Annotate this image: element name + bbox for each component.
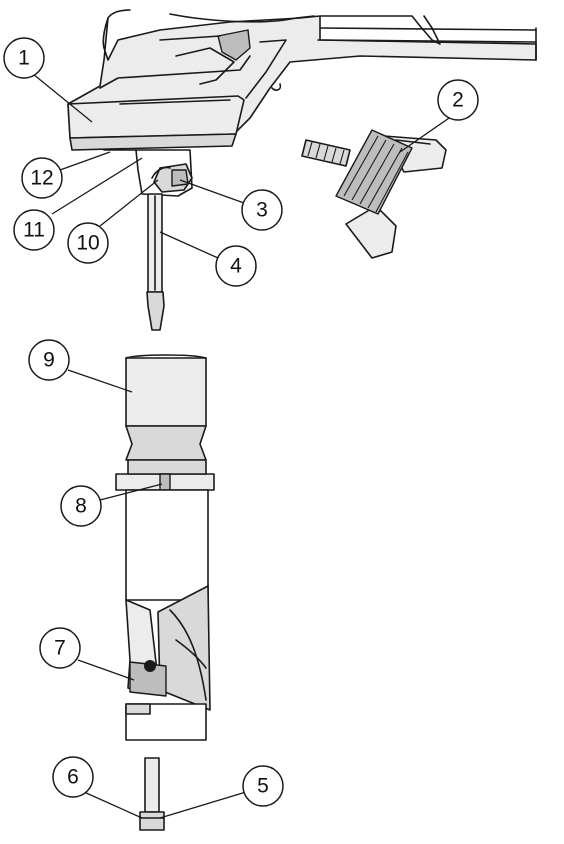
- callout-12-label: 12: [30, 167, 53, 190]
- leader-3: [179, 179, 245, 204]
- callout-4-label: 4: [230, 255, 242, 278]
- callout-5: 5: [242, 765, 284, 807]
- leader-lines: [32, 73, 453, 819]
- callout-10: 10: [67, 222, 109, 264]
- callout-8: 8: [60, 485, 102, 527]
- callout-4: 4: [215, 245, 257, 287]
- pin: [139, 757, 165, 831]
- callout-10-label: 10: [76, 232, 99, 255]
- leader-8: [99, 483, 163, 501]
- clamp-knob: [301, 129, 447, 259]
- leader-7: [77, 659, 135, 681]
- callout-1: 1: [3, 37, 45, 79]
- blade-clamp: [103, 149, 193, 197]
- callout-7-label: 7: [54, 637, 66, 660]
- callout-3: 3: [241, 189, 283, 231]
- callout-2-label: 2: [452, 89, 464, 112]
- leader-11: [51, 157, 143, 215]
- callout-7: 7: [39, 627, 81, 669]
- callout-5-label: 5: [257, 775, 269, 798]
- callout-11: 11: [13, 209, 55, 251]
- callout-3-label: 3: [256, 199, 268, 222]
- leader-6: [83, 791, 143, 819]
- callout-2: 2: [437, 79, 479, 121]
- callout-6-label: 6: [67, 766, 79, 789]
- leader-10: [99, 179, 159, 227]
- callout-6: 6: [52, 756, 94, 798]
- leader-9: [67, 369, 133, 393]
- leader-1: [32, 73, 93, 123]
- callout-11-label: 11: [23, 219, 45, 242]
- guide-foot: [125, 585, 211, 741]
- leader-5: [159, 791, 247, 819]
- mandrel: [115, 354, 215, 601]
- leader-12: [59, 151, 111, 171]
- tool-head: [67, 9, 537, 151]
- callout-9: 9: [28, 339, 70, 381]
- callout-12: 12: [21, 157, 63, 199]
- blade: [146, 193, 165, 331]
- leader-2: [399, 115, 453, 153]
- callout-8-label: 8: [75, 495, 87, 518]
- callout-9-label: 9: [43, 349, 55, 372]
- leader-4: [159, 231, 219, 259]
- callout-1-label: 1: [18, 47, 30, 70]
